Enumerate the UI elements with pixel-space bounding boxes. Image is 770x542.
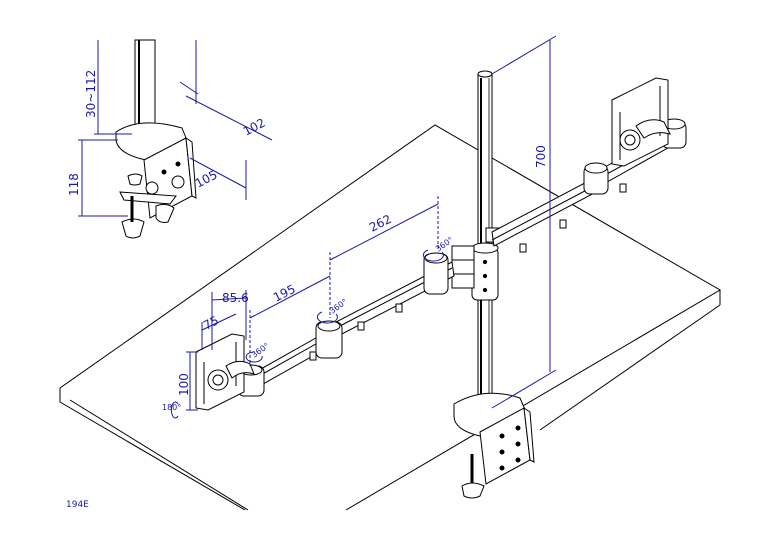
right-monitor-head bbox=[611, 77, 671, 167]
vesa-100-label: 100 bbox=[177, 373, 191, 396]
arm-segment-label: 262 bbox=[367, 212, 394, 235]
left-monitor-head bbox=[195, 333, 255, 411]
pole-height-label: 700 bbox=[534, 145, 548, 168]
swivel-angle-3-label: 360° bbox=[250, 341, 271, 359]
dimension-lines bbox=[78, 35, 557, 411]
vesa-outer-label: 85.6 bbox=[222, 291, 249, 305]
tilt-angle-label: 180° bbox=[162, 403, 181, 412]
swivel-angle-2-label: 360° bbox=[328, 297, 349, 315]
desk bbox=[59, 124, 721, 511]
inset-clamp-detail bbox=[115, 39, 197, 239]
main-clamp bbox=[453, 392, 535, 499]
rotation-arcs bbox=[170, 249, 444, 419]
clamp-width-label: 105 bbox=[193, 168, 220, 191]
model-code: 194E bbox=[66, 500, 89, 510]
arm-inner-label: 195 bbox=[271, 282, 298, 305]
vesa-75-label: 75 bbox=[201, 313, 221, 332]
clamp-range-label: 30~112 bbox=[84, 70, 98, 118]
clamp-height-label: 118 bbox=[67, 173, 81, 196]
pole-collar bbox=[451, 227, 503, 301]
left-arm bbox=[237, 183, 627, 397]
